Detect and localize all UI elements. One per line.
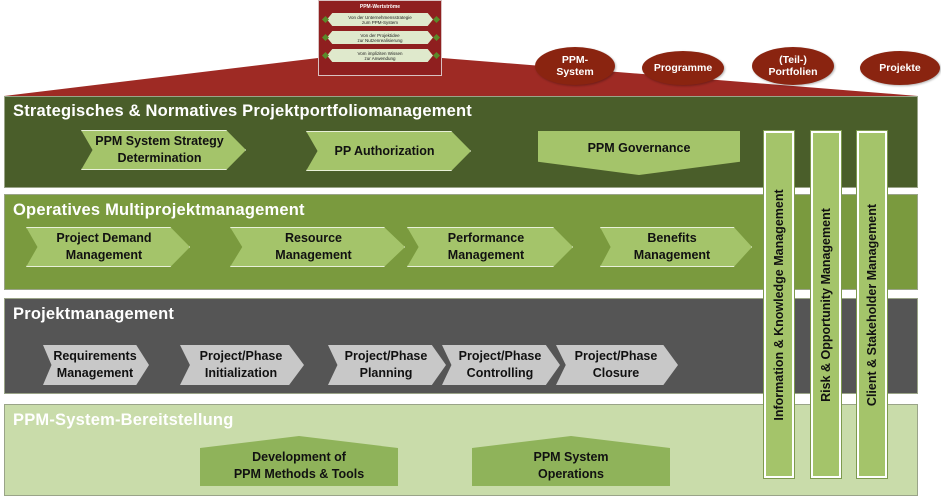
oval-label: System (556, 66, 594, 78)
vertical-client-stakeholder: Client & Stakeholder Management (857, 131, 887, 478)
diamond-bullet-icon (432, 33, 441, 42)
band-title: Projektmanagement (13, 305, 175, 323)
oval-ppm-system: PPM-System (535, 47, 615, 85)
shape-label: Benefits (647, 231, 697, 245)
band-title: Operatives Multiprojektmanagement (13, 201, 305, 219)
shape-pp-authorization: PP Authorization (306, 131, 471, 171)
shape-label: Project/Phase (199, 349, 283, 363)
diamond-bullet-icon (321, 15, 330, 24)
shape-label: Operations (538, 467, 604, 481)
shape-label: PPM System Strategy (95, 134, 224, 148)
oval-label: Projekte (879, 62, 921, 74)
thumbnail-row-line: zum PPM-System (361, 19, 398, 25)
value-streams-thumbnail: PPM-Wertströme Von der Unternehmensstrat… (318, 0, 442, 76)
shape-label: Performance (447, 231, 525, 245)
roof-shape (4, 58, 918, 96)
thumbnail-row-line: zur Nutzenrealisierung (357, 37, 403, 43)
diamond-bullet-icon (432, 15, 441, 24)
thumbnail-title: PPM-Wertströme (359, 4, 401, 10)
shape-label: PPM Methods & Tools (233, 467, 365, 481)
shape-label: Project Demand (56, 231, 152, 245)
shape-label: Project/Phase (458, 349, 542, 363)
oval-projekte: Projekte (860, 51, 940, 85)
shape-label: Requirements (53, 349, 137, 363)
vertical-information-knowledge: Information & Knowledge Management (764, 131, 794, 478)
diamond-bullet-icon (321, 51, 330, 60)
shape-label: Closure (592, 366, 640, 380)
band-title: PPM-System-Bereitstellung (13, 411, 234, 429)
shape-label: Management (633, 248, 711, 262)
shape-label: Project/Phase (344, 349, 428, 363)
diamond-bullet-icon (432, 51, 441, 60)
vertical-risk-opportunity: Risk & Opportunity Management (811, 131, 841, 478)
band-title: Strategisches & Normatives Projektportfo… (13, 102, 472, 120)
oval-teil-portfolien: (Teil-)Portfolien (752, 47, 834, 85)
shape-development-methods: Development of PPM Methods & Tools (200, 436, 398, 486)
thumbnail-row-line: Von der Unternehmensstrategie (348, 14, 412, 20)
vertical-label: Information & Knowledge Management (772, 188, 786, 421)
shape-label: PP Authorization (334, 143, 435, 158)
diamond-bullet-icon (321, 33, 330, 42)
shape-label: Planning (359, 366, 413, 380)
thumbnail-row-line: Vom impliziten Wissen (357, 50, 403, 56)
shape-label: Management (447, 248, 525, 262)
thumbnail-row-line: Von der Projektidee (360, 32, 400, 38)
oval-label: Programme (653, 62, 713, 74)
oval-label: Portfolien (768, 66, 818, 78)
vertical-label: Risk & Opportunity Management (819, 207, 833, 402)
shape-label: Initialization (204, 366, 278, 380)
thumbnail-row-line: zur Anwendung (364, 55, 396, 61)
oval-label: PPM- (561, 54, 589, 66)
shape-label: PPM System (533, 450, 609, 464)
oval-label: (Teil-) (779, 54, 807, 66)
shape-label: Management (275, 248, 352, 262)
shape-label: Management (56, 366, 134, 380)
shape-label: Management (65, 248, 143, 262)
shape-label: Determination (117, 151, 202, 165)
shape-label: Project/Phase (574, 349, 658, 363)
vertical-label: Client & Stakeholder Management (865, 203, 879, 406)
oval-programme: Programme (642, 51, 724, 85)
shape-label: Controlling (466, 366, 534, 380)
shape-label: Resource (285, 231, 342, 245)
shape-label: PPM Governance (587, 140, 691, 155)
shape-label: Development of (252, 450, 346, 464)
